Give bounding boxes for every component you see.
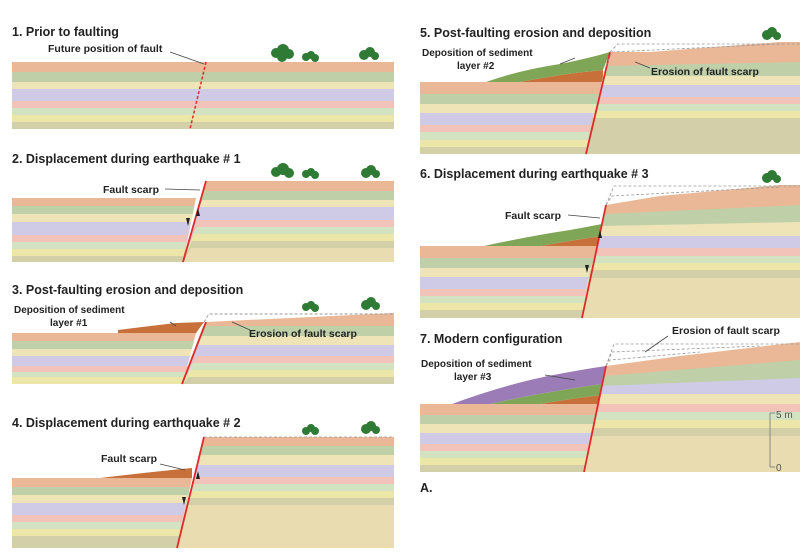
- original-surface-guide: [609, 43, 800, 53]
- original-surface-guide: [203, 313, 394, 323]
- bush-icon: [271, 163, 294, 178]
- panel-4-title: 4. Displacement during earthquake # 2: [12, 416, 241, 430]
- sediment-layer-1: [118, 322, 204, 333]
- original-surface-guide: [605, 345, 761, 367]
- future-fault-label: Future position of fault: [48, 43, 163, 55]
- leader-line: [169, 51, 205, 65]
- leader-line: [169, 321, 177, 327]
- leader-line: [559, 57, 576, 65]
- up-arrow-icon: [196, 208, 200, 216]
- original-surface-guide: [605, 351, 701, 367]
- deposition-layer-label: layer #1: [50, 318, 88, 329]
- panel-7-left-block: [420, 404, 602, 472]
- sediment-layer-2: [484, 224, 602, 246]
- panel-4-right-block: [177, 437, 394, 548]
- panel-5-right-block: [586, 42, 800, 154]
- fault-line: [581, 204, 607, 319]
- bush-icon: [762, 27, 781, 40]
- sediment-layer-2: [486, 52, 610, 82]
- panel-7: 7. Modern configuration: [420, 325, 800, 473]
- bush-icon: [271, 44, 294, 62]
- down-arrow-icon: [182, 497, 186, 505]
- fault-line: [181, 321, 207, 385]
- leader-line: [644, 335, 669, 353]
- panel-2-left-block: [12, 198, 196, 262]
- deposition-layer-label: layer #3: [454, 372, 492, 383]
- scale-top-label: 5 m: [776, 410, 793, 421]
- sediment-layer-3: [452, 366, 606, 404]
- figure-label: A.: [420, 481, 433, 495]
- sediment-layer-1: [540, 236, 601, 246]
- original-surface-guide: [605, 186, 781, 206]
- panel-2-right-block: [183, 181, 394, 262]
- erosion-label: Erosion of fault scarp: [651, 66, 759, 78]
- future-fault-line: [189, 61, 207, 130]
- bush-icon: [762, 170, 781, 183]
- bush-icon: [359, 47, 379, 60]
- bush-icon: [302, 168, 319, 179]
- panel-3-left-block: [12, 333, 196, 384]
- down-arrow-icon: [186, 218, 190, 226]
- panel-2: 2. Displacement during earthquake # 1: [12, 152, 394, 263]
- panel-3: 3. Post-faulting erosion and deposition …: [12, 283, 394, 385]
- scale-bottom-label: 0: [776, 463, 782, 474]
- leader-line: [567, 214, 601, 219]
- original-surface-guide: [605, 343, 800, 367]
- deposition-label: Deposition of sediment: [422, 48, 533, 59]
- panel-6-left-block: [420, 246, 601, 318]
- panel-2-title: 2. Displacement during earthquake # 1: [12, 152, 241, 166]
- deposition-label: Deposition of sediment: [14, 305, 125, 316]
- fault-line: [583, 365, 607, 473]
- fault-scarp-label: Fault scarp: [505, 210, 561, 222]
- panel-6-title: 6. Displacement during earthquake # 3: [420, 167, 649, 181]
- panel-5-left-block: [420, 82, 603, 154]
- leader-line: [164, 188, 201, 191]
- panel-3-title: 3. Post-faulting erosion and deposition: [12, 283, 243, 297]
- original-surface-guide: [605, 185, 800, 206]
- panel-1-title: 1. Prior to faulting: [12, 25, 119, 39]
- sediment-layer-2: [490, 384, 603, 404]
- bush-icon: [302, 301, 319, 312]
- bush-icon: [302, 424, 319, 435]
- panel-6-right-block: [582, 185, 800, 318]
- panel-4: 4. Displacement during earthquake # 2: [12, 416, 394, 549]
- scale-bar: 5 m 0: [769, 410, 793, 474]
- up-arrow-icon: [598, 230, 602, 238]
- erosion-label: Erosion of fault scarp: [672, 325, 780, 337]
- fault-line: [176, 436, 205, 549]
- bush-icon: [302, 51, 319, 62]
- fault-scarp-label: Fault scarp: [103, 184, 159, 196]
- leader-line: [231, 321, 251, 331]
- erosion-label: Erosion of fault scarp: [249, 328, 357, 340]
- panel-3-right-block: [182, 313, 394, 384]
- panel-5-title: 5. Post-faulting erosion and deposition: [420, 26, 651, 40]
- down-arrow-icon: [585, 265, 589, 273]
- bush-icon: [361, 297, 380, 310]
- panel-6: 6. Displacement during earthquake # 3: [420, 167, 800, 319]
- panel-1: 1. Prior to faulting Future position of …: [12, 25, 394, 130]
- original-surface-guide: [605, 43, 781, 67]
- leader-line: [544, 374, 576, 381]
- leader-line: [159, 463, 186, 471]
- sediment-layer-1: [540, 395, 602, 404]
- bush-icon: [361, 165, 380, 178]
- panel-7-title: 7. Modern configuration: [420, 332, 562, 346]
- fault-scarp-label: Fault scarp: [101, 453, 157, 465]
- leader-line: [634, 61, 651, 69]
- deposition-label: Deposition of sediment: [421, 359, 532, 370]
- panel-4-left-block: [12, 478, 192, 548]
- deposition-layer-label: layer #2: [457, 61, 495, 72]
- panel-5: 5. Post-faulting erosion and deposition: [420, 26, 800, 155]
- up-arrow-icon: [196, 471, 200, 479]
- bush-icon: [361, 421, 380, 434]
- sediment-layer-1: [520, 70, 603, 82]
- sediment-layer-1: [100, 468, 192, 478]
- fault-line: [585, 51, 611, 155]
- panel-7-right-block: [584, 342, 800, 472]
- fault-line: [182, 180, 207, 263]
